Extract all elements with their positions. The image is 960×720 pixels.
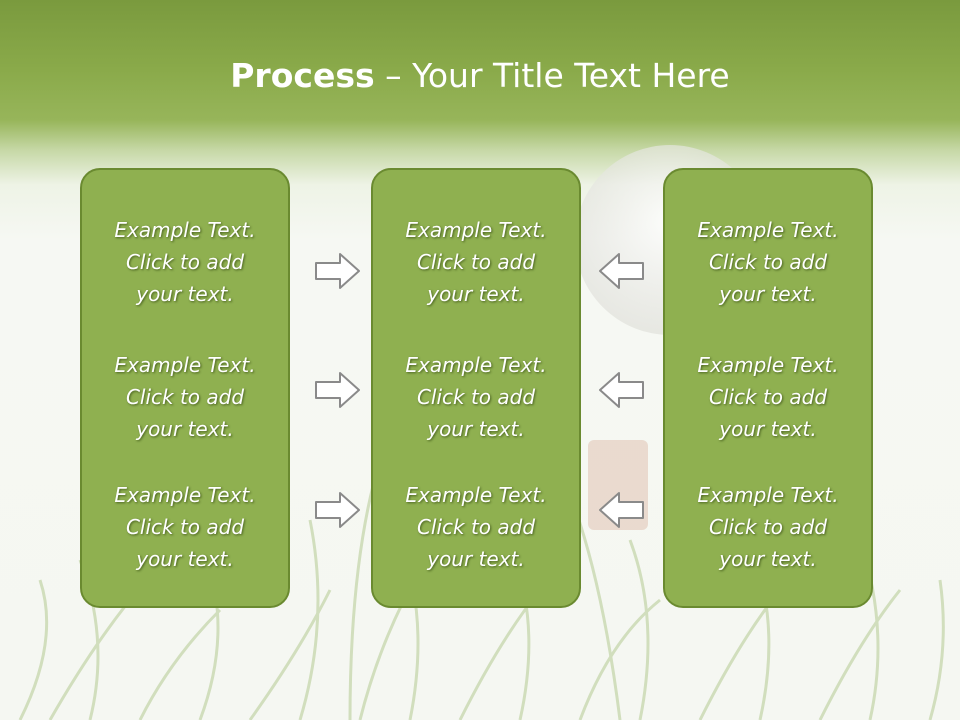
text-line: your text. [427, 282, 525, 306]
text-line: Click to add [125, 385, 245, 409]
text-line: Click to add [416, 385, 536, 409]
text-line: your text. [427, 547, 525, 571]
text-line: Example Text. [114, 483, 256, 507]
text-line: your text. [136, 547, 234, 571]
arrow-left-icon [599, 372, 644, 408]
arrow-left-icon [599, 492, 644, 528]
text-line: Click to add [125, 515, 245, 539]
process-box-center[interactable]: Example Text. Click to add your text. Ex… [371, 168, 581, 608]
text-line: Example Text. [114, 218, 256, 242]
title-bold: Process [230, 56, 375, 95]
text-placeholder[interactable]: Example Text. Click to add your text. [665, 479, 871, 575]
text-line: your text. [136, 282, 234, 306]
text-line: Click to add [708, 250, 828, 274]
text-line: your text. [719, 282, 817, 306]
text-line: Example Text. [697, 353, 839, 377]
text-line: your text. [719, 547, 817, 571]
process-box-left[interactable]: Example Text. Click to add your text. Ex… [80, 168, 290, 608]
text-line: Example Text. [405, 353, 547, 377]
arrow-right-icon [315, 492, 360, 528]
text-line: your text. [719, 417, 817, 441]
text-line: Click to add [416, 515, 536, 539]
text-placeholder[interactable]: Example Text. Click to add your text. [373, 349, 579, 445]
text-line: Example Text. [114, 353, 256, 377]
text-placeholder[interactable]: Example Text. Click to add your text. [82, 214, 288, 310]
text-placeholder[interactable]: Example Text. Click to add your text. [373, 479, 579, 575]
arrow-right-icon [315, 372, 360, 408]
text-line: Click to add [708, 515, 828, 539]
text-placeholder[interactable]: Example Text. Click to add your text. [665, 349, 871, 445]
text-line: Example Text. [405, 483, 547, 507]
slide-title[interactable]: Process – Your Title Text Here [0, 54, 960, 98]
text-line: your text. [427, 417, 525, 441]
text-placeholder[interactable]: Example Text. Click to add your text. [82, 479, 288, 575]
text-line: Example Text. [405, 218, 547, 242]
text-placeholder[interactable]: Example Text. Click to add your text. [82, 349, 288, 445]
text-placeholder[interactable]: Example Text. Click to add your text. [373, 214, 579, 310]
text-line: Click to add [416, 250, 536, 274]
process-box-right[interactable]: Example Text. Click to add your text. Ex… [663, 168, 873, 608]
text-placeholder[interactable]: Example Text. Click to add your text. [665, 214, 871, 310]
text-line: your text. [136, 417, 234, 441]
arrow-left-icon [599, 253, 644, 289]
text-line: Example Text. [697, 483, 839, 507]
arrow-right-icon [315, 253, 360, 289]
title-rest: – Your Title Text Here [374, 56, 730, 95]
text-line: Example Text. [697, 218, 839, 242]
text-line: Click to add [708, 385, 828, 409]
text-line: Click to add [125, 250, 245, 274]
